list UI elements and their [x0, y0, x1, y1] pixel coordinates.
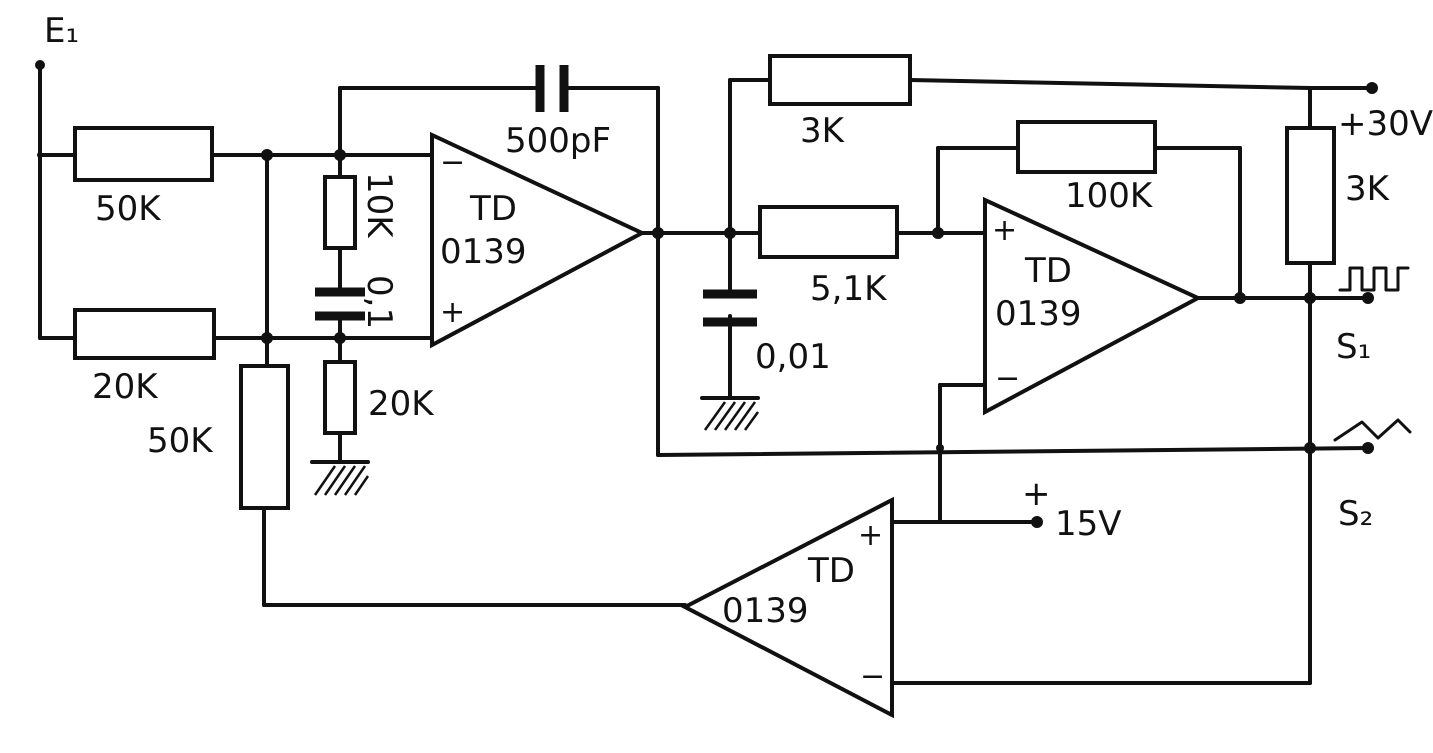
opamp-2-minus: −: [995, 361, 1020, 396]
resistor-divider-mid-label: 10K: [359, 172, 399, 239]
capacitor-filter: 0,01: [703, 289, 831, 377]
opamp-2-label-2: 0139: [995, 294, 1082, 334]
resistor-top-3k-label: 3K: [800, 111, 846, 151]
opamp-1-minus: −: [440, 145, 465, 180]
resistor-divider-low-label: 20K: [368, 384, 435, 424]
resistor-divider-mid: 10K: [323, 172, 399, 250]
ground-symbol-1: [310, 460, 370, 496]
output-s1-label: S₁: [1336, 327, 1371, 367]
terminal-s1: S₁: [1336, 266, 1410, 367]
opamp-3-label-2: 0139: [722, 591, 809, 631]
resistor-input-bottom: 20K: [73, 308, 216, 407]
terminal-s2: S₂: [1333, 418, 1412, 534]
opamp-2-label-1: TD: [1024, 251, 1072, 291]
resistor-input-bottom-label: 20K: [92, 367, 159, 407]
resistor-feedback: 100K: [1016, 120, 1157, 216]
opamp-2: + − TD 0139: [983, 196, 1203, 416]
resistor-pullup-label: 3K: [1345, 169, 1391, 209]
capacitor-mid-label: 0,1: [359, 275, 399, 329]
capacitor-mid: 0,1: [315, 275, 399, 329]
square-wave-icon: [1338, 266, 1410, 292]
terminal-15v: + 15V: [1022, 474, 1122, 544]
opamp-3: + − TD 0139: [680, 496, 894, 719]
resistor-feedback-left: 50K: [147, 364, 290, 510]
opamp-3-plus: +: [858, 518, 883, 553]
resistor-input-top-label: 50K: [95, 189, 162, 229]
input-e1-label: E₁: [44, 11, 79, 51]
ground-symbol-2: [700, 396, 760, 431]
terminal-e1: E₁: [35, 11, 79, 70]
opamp-3-label-1: TD: [807, 551, 855, 591]
opamp-2-plus: +: [992, 213, 1017, 248]
terminal-30v: +30V: [1338, 82, 1433, 144]
resistor-input-top: 50K: [73, 126, 214, 229]
resistor-series-label: 5,1K: [810, 269, 888, 309]
opamp-1-plus: +: [440, 295, 465, 330]
resistor-series: 5,1K: [758, 205, 899, 309]
opamp-1: − + TD 0139: [430, 131, 647, 349]
resistor-feedback-label: 100K: [1065, 176, 1154, 216]
wires: [38, 63, 1372, 685]
junction-dots: [37, 149, 1316, 454]
capacitor-integrator: 500pF: [505, 65, 611, 161]
opamp-1-label-2: 0139: [440, 232, 527, 272]
capacitor-filter-label: 0,01: [755, 337, 831, 377]
opamp-3-minus: −: [860, 659, 885, 694]
resistor-pullup: 3K: [1285, 126, 1391, 265]
supply-15v-plus: +: [1022, 474, 1051, 514]
triangle-wave-icon: [1333, 418, 1412, 442]
supply-30v-label: +30V: [1338, 104, 1433, 144]
resistor-top-3k: 3K: [768, 54, 912, 151]
capacitor-integrator-label: 500pF: [505, 121, 611, 161]
supply-15v-label: 15V: [1055, 504, 1122, 544]
output-s2-label: S₂: [1338, 494, 1373, 534]
resistor-feedback-left-label: 50K: [147, 421, 214, 461]
resistor-divider-low: 20K: [323, 360, 435, 435]
opamp-1-label-1: TD: [469, 189, 517, 229]
